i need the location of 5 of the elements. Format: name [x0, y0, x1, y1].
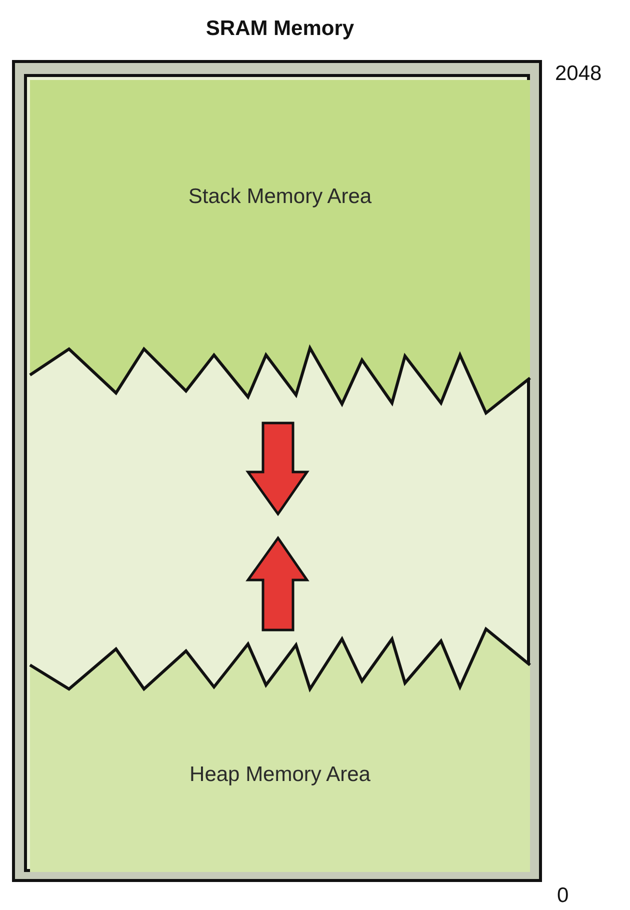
- address-label: 2048: [555, 62, 602, 86]
- memory-heading: SRAM Memory: [204, 17, 356, 41]
- area-label: Heap Memory Area: [188, 763, 372, 787]
- area-label: Stack Memory Area: [187, 185, 373, 209]
- address-label: 0: [557, 884, 569, 908]
